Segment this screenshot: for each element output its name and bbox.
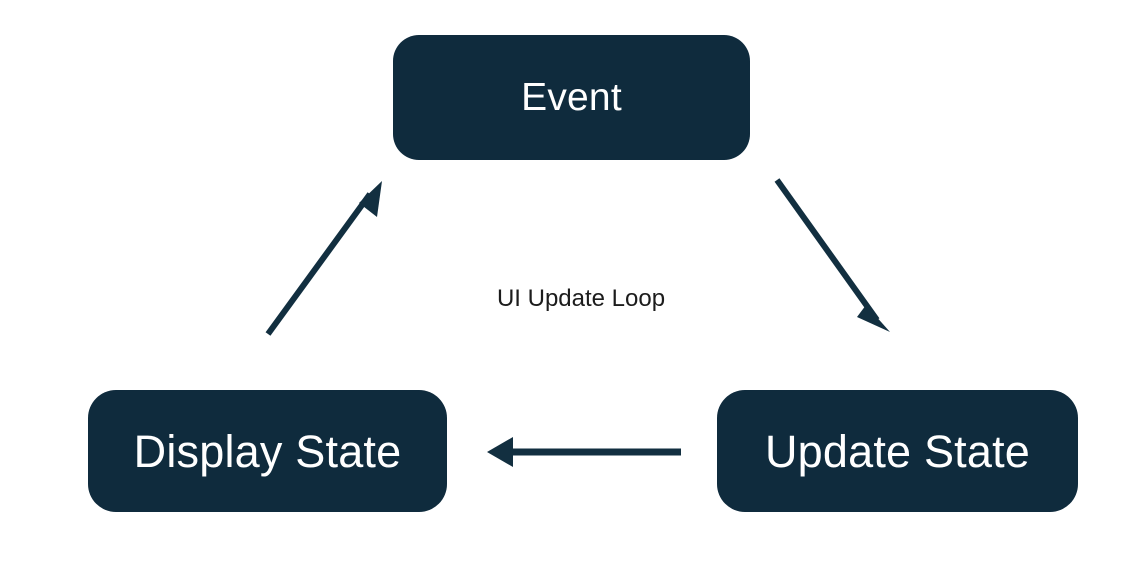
arrow-update-state-to-display-state xyxy=(487,437,681,467)
arrow-event-to-update-state xyxy=(774,178,890,332)
arrow-display-state-to-event xyxy=(265,181,382,336)
arrow-display-state-to-event-head xyxy=(359,181,382,217)
arrow-display-state-to-event-shaft xyxy=(265,192,373,336)
node-event[interactable]: Event xyxy=(393,35,750,160)
node-event-label: Event xyxy=(521,76,622,119)
arrow-event-to-update-state-head xyxy=(857,305,890,332)
arrow-update-state-to-display-state-head xyxy=(487,437,513,467)
arrow-event-to-update-state-shaft xyxy=(774,178,880,322)
node-display-state[interactable]: Display State xyxy=(88,390,447,512)
node-display-state-label: Display State xyxy=(133,425,402,477)
node-update-state[interactable]: Update State xyxy=(717,390,1078,512)
node-update-state-label: Update State xyxy=(764,425,1031,477)
loop-caption: UI Update Loop xyxy=(496,285,666,312)
